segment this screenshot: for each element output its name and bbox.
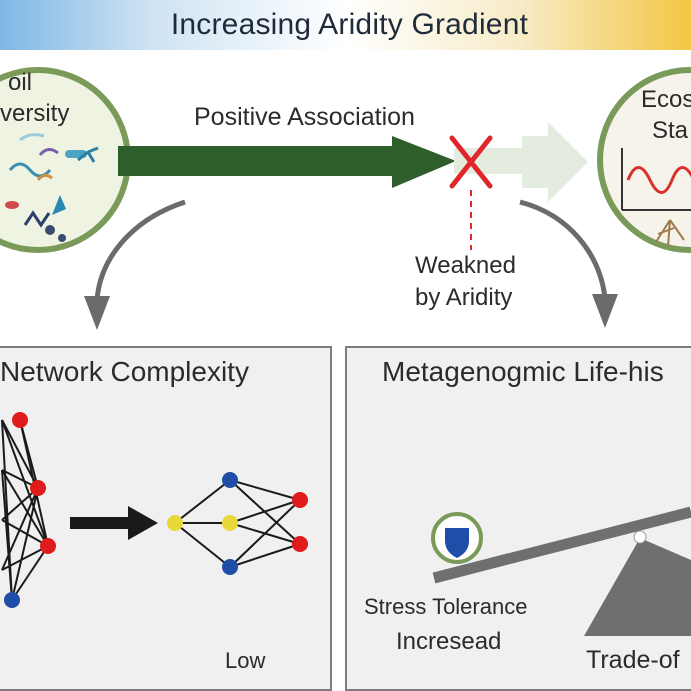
simple-network: [174, 479, 301, 568]
network-complexity-title: Network Complexity: [0, 356, 249, 387]
network-node-blue: [4, 592, 20, 608]
weakened-label-line2: by Aridity: [415, 284, 513, 311]
soil-label-line2: versity: [0, 100, 70, 127]
life-history-title: Metagenogmic Life-his: [382, 356, 664, 387]
banner-title: Increasing Aridity Gradient: [170, 8, 529, 41]
network-node-red: [292, 492, 308, 508]
network-node-blue: [222, 472, 238, 488]
network-transition-arrow: [70, 506, 158, 540]
ecosystem-label-line1: Ecos: [641, 86, 691, 113]
stress-tolerance-label: Stress Tolerance: [364, 594, 528, 619]
network-node-blue: [222, 559, 238, 575]
network-node-red: [40, 538, 56, 554]
ecosystem-label-line2: Sta: [652, 117, 689, 144]
tradeoff-seesaw: [432, 506, 691, 636]
positive-association-arrow: [118, 122, 588, 202]
network-node-red: [292, 536, 308, 552]
network-complexity-panel: [0, 346, 332, 691]
aridity-gradient-banner: Increasing Aridity Gradient: [0, 0, 691, 50]
network-node-red: [12, 412, 28, 428]
weakened-label-line1: Weakned: [415, 252, 516, 279]
network-node-yellow: [222, 515, 238, 531]
low-label: Low: [225, 648, 266, 673]
network-node-red: [30, 480, 46, 496]
shield-icon: [431, 512, 483, 564]
tradeoff-label: Trade-of: [586, 646, 680, 674]
soil-label-line1: oil: [8, 69, 33, 96]
stability-plot-icon: [621, 148, 691, 247]
life-history-panel: [345, 346, 691, 691]
right-curved-arrow: [519, 199, 618, 328]
red-cross-icon: [449, 135, 493, 250]
complex-network: [1, 419, 49, 601]
microbe-illustration: [5, 133, 99, 242]
increased-label: Incresead: [396, 628, 502, 655]
left-curved-arrow: [84, 199, 186, 330]
network-node-yellow: [167, 515, 183, 531]
positive-association-label: Positive Association: [194, 103, 415, 131]
